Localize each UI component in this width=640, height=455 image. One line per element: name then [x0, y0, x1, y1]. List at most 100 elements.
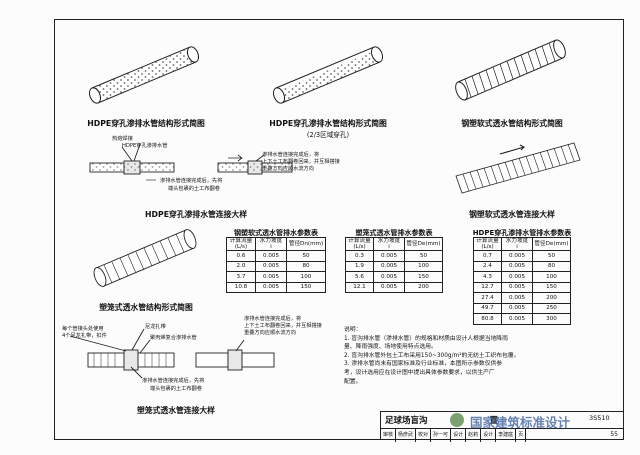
- table-cell: 0.005: [255, 281, 287, 293]
- steel-plastic-pipe-drawing: [455, 39, 566, 101]
- note-wrap-2: 端头包裹的土工布翻卷: [168, 186, 220, 192]
- tb-cell: 赵莉: [466, 429, 482, 442]
- cage-connection-drawing: [69, 328, 175, 379]
- notes-heading: 说明：: [344, 327, 362, 333]
- table-cell: 50: [404, 250, 443, 262]
- table-cell: 0.005: [501, 313, 533, 325]
- note-overlap-2: 上下土工布翻卷回来，并互相搭接: [262, 159, 340, 165]
- tb-cell: 审核: [381, 429, 397, 442]
- watermark-logo-icon: [450, 413, 464, 427]
- title-block: 足球场盲沟置 3S510 审核 杨彦武 校对 孙一可 设计 赵莉 设计 李建庭 …: [380, 411, 624, 442]
- note-holes-2: 4个尼龙扎带，扣件: [62, 333, 107, 339]
- table-cell: 0.7: [473, 250, 502, 262]
- note-holes-1: 每个管接头处使用: [62, 326, 104, 332]
- cage-pipe-drawing: [93, 229, 197, 287]
- tb-cell: 孙一可: [431, 429, 452, 442]
- table-cell: 27.4: [473, 292, 502, 304]
- table-cell: 0.005: [373, 271, 405, 283]
- note-pp-pipe: 聚丙烯复合渗排水管: [150, 335, 197, 341]
- drawing-frame: [54, 19, 624, 440]
- table-cell: 49.7: [473, 302, 502, 314]
- table-cell: 12.1: [345, 281, 374, 293]
- watermark-text: 国家建筑标准设计: [470, 415, 571, 430]
- table-cell: 150: [404, 271, 443, 283]
- table-cell: 0.005: [501, 302, 533, 314]
- table-cell: 80: [532, 260, 571, 272]
- table-cell: 100: [286, 271, 326, 283]
- table-cell: 100: [532, 271, 571, 283]
- note-cage-overlap-2: 上下土工布翻卷回来，并互相搭接: [244, 323, 322, 329]
- caption-steel-plastic-connection: 钢塑软式透水管连接大样: [469, 210, 555, 219]
- note-hdpe-pipe: HDPE穿孔渗排水管: [122, 143, 168, 149]
- table-cell: 150: [532, 281, 571, 293]
- table-cell: 300: [532, 313, 571, 325]
- note-heat-weld: 热熔焊接: [112, 136, 133, 142]
- hdpe-pipe-partial-drawing: [272, 46, 384, 104]
- table-cell: 0.005: [501, 292, 533, 304]
- tb-cell: 杨彦武: [396, 429, 417, 442]
- table-cell: 1.9: [345, 260, 374, 272]
- notes-line: 3. 渗排水管尚未有国家标准及行业标准，本图所示参数仅供参: [344, 361, 503, 368]
- title-block-signatures: 审核 杨彦武 校对 孙一可 设计 赵莉 设计 李建庭 页: [381, 428, 624, 442]
- tb-cell: 设计: [451, 429, 467, 442]
- table-cell: 200: [532, 292, 571, 304]
- note-cage-overlap-3: 重叠方向应顺水流方向: [244, 330, 296, 336]
- table-cell: 0.005: [501, 281, 533, 293]
- notes-line: 量、降雨强度、场地使用特点选用。: [344, 344, 437, 351]
- table-header: 管径De(mm): [532, 237, 571, 251]
- notes-line: 2. 盲沟排水管外包土工布采用150~300g/m²的无纺土工织布包覆。: [344, 352, 520, 359]
- table-header: 管径Dn(mm): [286, 237, 326, 251]
- note-overlap-3: 重叠方向应顺水流方向: [262, 166, 314, 172]
- table-cell: 0.005: [255, 260, 287, 272]
- table-cell: 0.005: [501, 250, 533, 262]
- caption-hdpe-connection: HDPE穿孔渗排水管连接大样: [144, 210, 248, 219]
- hdpe-connection-drawing-2: [217, 154, 293, 175]
- table-cell: 80.8: [473, 313, 502, 325]
- caption-steel-plastic-structure: 钢塑软式透水管结构形式简图: [461, 119, 563, 128]
- hdpe-pipe-drawing: [88, 46, 200, 104]
- caption-partial-subtitle: (2/3区域穿孔): [306, 131, 350, 139]
- tb-cell: 页: [516, 429, 527, 442]
- table-title-cage: 塑笼式透水管排水参数表: [355, 229, 433, 237]
- table-title-steel-plastic: 钢塑软式透水管排水参数表: [234, 229, 318, 237]
- table-header: 计算流量(L/s): [345, 237, 374, 251]
- table-cell: 80: [286, 260, 326, 272]
- table-cell: 3.7: [226, 271, 256, 283]
- tb-cell: 设计: [481, 429, 497, 442]
- table-cell: 12.7: [473, 281, 502, 293]
- caption-hdpe-structure: HDPE穿孔渗排水管结构形式简图: [87, 119, 205, 128]
- notes-line: 配置。: [344, 378, 362, 385]
- hdpe-connection-drawing: [89, 143, 175, 181]
- table-cell: 50: [286, 250, 326, 262]
- notes-line: 考，设计选用应在设计图中提出具体参数要求，以供生产厂: [344, 369, 495, 376]
- design-notes: 说明： 1. 盲沟排水管（渗排水管）的规格和材质由设计人根据当地降雨 量、降雨强…: [344, 326, 614, 386]
- notes-line: 1. 盲沟排水管（渗排水管）的规格和材质由设计人根据当地降雨: [344, 335, 508, 342]
- note-cage-wrap-2: 端头包裹的土工布翻卷: [150, 386, 202, 392]
- table-cell: 0.3: [345, 250, 374, 262]
- table-cell: 250: [532, 302, 571, 314]
- note-nylon-tie: 尼龙扎带: [145, 324, 166, 330]
- table-header: 计算流量(L/s): [473, 237, 502, 251]
- table-cell: 0.6: [226, 250, 256, 262]
- table-cell: 0.005: [373, 281, 405, 293]
- note-cage-overlap-1: 渗排水管连接完成后，将: [244, 316, 302, 322]
- table-cell: 200: [404, 281, 443, 293]
